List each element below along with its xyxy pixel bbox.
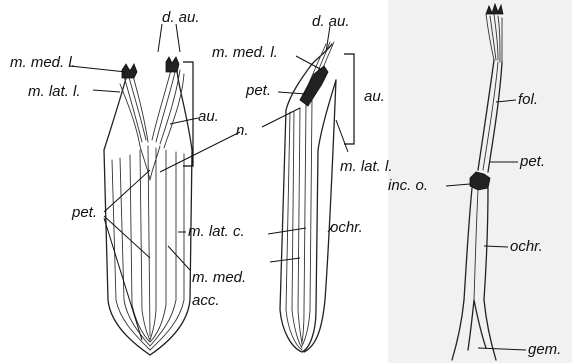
label-right-gem: gem. (528, 341, 561, 358)
label-middle-au: au. (364, 88, 385, 105)
label-left-au: au. (198, 108, 219, 125)
label-left-n: n. (236, 122, 249, 139)
label-left-m-lat-l: m. lat. l. (28, 83, 81, 100)
label-middle-pet: pet. (245, 82, 271, 99)
au-bracket-middle (344, 54, 354, 144)
left-ochrea-drawing (104, 57, 192, 355)
label-left-m-med: m. med. (192, 269, 246, 286)
label-middle-m-lat-l: m. lat. l. (340, 158, 393, 175)
label-middle-d-au: d. au. (312, 13, 350, 30)
label-left-d-au: d. au. (162, 9, 200, 26)
middle-ochrea-drawing (280, 42, 336, 352)
label-right-fol: fol. (518, 91, 538, 108)
label-left-pet: pet. (71, 204, 97, 221)
label-right-pet: pet. (519, 153, 545, 170)
label-right-inc-o: inc. o. (388, 177, 428, 194)
label-middle-ochr: ochr. (330, 219, 363, 236)
label-left-m-med-l: m. med. l. (10, 54, 76, 71)
label-left-m-lat-c: m. lat. c. (188, 223, 245, 240)
label-middle-m-med-l: m. med. l. (212, 44, 278, 61)
label-right-ochr: ochr. (510, 238, 543, 255)
label-left-acc: acc. (192, 292, 220, 309)
